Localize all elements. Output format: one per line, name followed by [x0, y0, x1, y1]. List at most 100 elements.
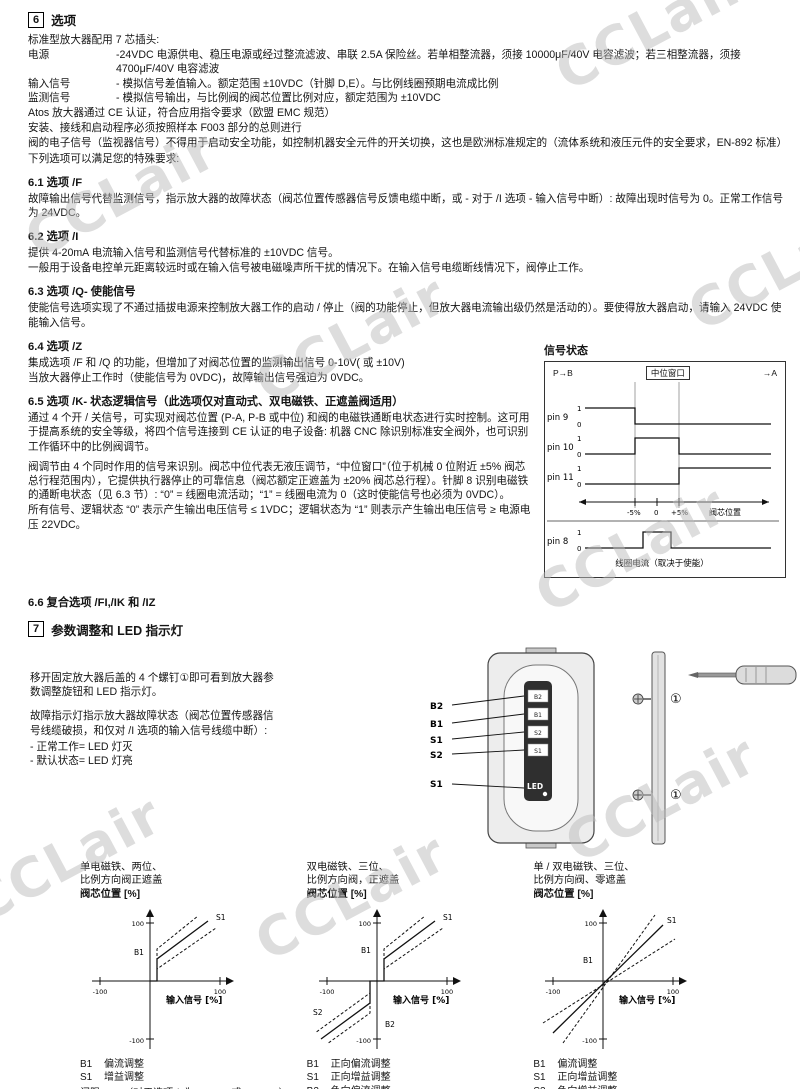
note-row: S2 负向增益调整 — [533, 1085, 760, 1089]
para-6-4a: 集成选项 /F 和 /Q 的功能，但增加了对阀芯位置的监测输出信号 0-10V(… — [28, 356, 405, 369]
para-7-1: 移开固定放大器后盖的 4 个螺钉①即可看到放大器参数调整旋钮和 LED 指示灯。 — [30, 671, 274, 699]
note-val: 正向增益调整 — [330, 1072, 391, 1084]
para-6-4b: 当放大器停止工作时（使能信号为 0VDC)，故障输出信号强迫为 0VDC。 — [28, 372, 370, 384]
note-key: S1 — [533, 1072, 546, 1084]
chart2-title-line2: 比例方向阀，正遮盖 — [306, 875, 400, 887]
side-view-and-screwdriver: ① ① — [632, 651, 797, 845]
pin8-label: pin 8 — [547, 537, 568, 547]
center-window-label: 中位窗口 — [645, 365, 690, 380]
curve-label-s2: S2 — [313, 1008, 323, 1017]
para-6-2a: 提供 4-20mA 电流输入信号和监测信号代替标准的 ±10VDC 信号。 — [28, 247, 339, 260]
para-6-5a: 通过 4 个开 / 关信号，可实现对阀芯位置 (P-A, P-B 或中位) 和阀… — [28, 412, 530, 453]
amplifier-figure: 移开固定放大器后盖的 4 个螺钉①即可看到放大器参数调整旋钮和 LED 指示灯。… — [28, 645, 797, 857]
spec-row: 输入信号 - 模拟信号差值输入。额定范围 ±10VDC（针脚 D,E）。与比例线… — [28, 77, 786, 91]
note-line: 阀的电子信号（监视器信号）不得用于启动安全功能，如控制机器安全元件的开关切换，这… — [28, 137, 788, 150]
pot-label: B2 — [534, 694, 542, 701]
note-line: Atos 放大器通过 CE 认证，符合应用指令要求（欧盟 EMC 规范） — [28, 106, 336, 119]
note-val: 正向增益调整 — [557, 1072, 618, 1084]
signal-status-frame: P→B 中位窗口 →A pin 9 1 0 pin 10 — [544, 360, 786, 578]
note-key: B2 — [307, 1085, 331, 1089]
spec-label: 输入信号 — [28, 77, 71, 90]
para-6-1: 故障输出信号代替监测信号，指示放大器的故障状态（阀芯位置传感器信号反馈电缆中断，… — [28, 192, 784, 219]
threshold-note: 门限 =2%（对于选项 /I 为 200mV 或 0.32mA） — [80, 1087, 307, 1089]
potentiometer — [527, 743, 549, 757]
heading-6-3: 6.3 选项 /Q- 使能信号 — [28, 286, 136, 299]
heading-6-2: 6.2 选项 /I — [28, 231, 79, 244]
tick: 100 — [358, 920, 370, 928]
level-1: 1 — [577, 465, 581, 473]
tick: 100 — [132, 920, 144, 928]
amplifier-front-view: B2 B1 S2 S1 LED B2 B1 S1 S2 S1 — [430, 647, 595, 849]
chart-single-solenoid: 单电磁铁、两位、 比例方向阀正遮盖 阀芯位置 [%] 100 -100 -100… — [80, 861, 307, 1089]
spec-text: - 模拟信号输出，与比例阀的阀芯位置比例对应，额定范围为 ±10VDC — [116, 91, 441, 104]
chart2-xlabel: 输入信号 [%] — [393, 994, 449, 1006]
section-6-number: 6 — [28, 11, 45, 28]
pin9-trace — [585, 407, 771, 425]
tick: -100 — [319, 988, 334, 996]
note-key: B1 — [80, 1058, 93, 1070]
section-7-number: 7 — [28, 621, 45, 638]
spec-text: -24VDC 电源供电、稳压电源或经过整流滤波、串联 2.5A 保险丝。若单相整… — [116, 49, 741, 76]
potentiometer — [527, 689, 549, 703]
tick: -100 — [546, 988, 561, 996]
heading-6-1: 6.1 选项 /F — [28, 176, 83, 189]
screw-callout-2: ① — [670, 788, 682, 803]
chart1-title-line1: 单电磁铁、两位、 — [80, 861, 163, 873]
potentiometer — [527, 725, 549, 739]
curve-label-b1: B1 — [583, 956, 593, 965]
curve-label-s1: S1 — [443, 913, 453, 922]
chart3-ylabel: 阀芯位置 [%] — [533, 888, 594, 900]
tick: -100 — [129, 1037, 144, 1045]
pot-label: B1 — [534, 712, 542, 719]
chart3-xlabel: 输入信号 [%] — [619, 994, 675, 1006]
spec-row: 监测信号 - 模拟信号输出，与比例阀的阀芯位置比例对应，额定范围为 ±10VDC — [28, 91, 786, 105]
pot-label: S1 — [534, 748, 542, 755]
heading-6-4: 6.4 选项 /Z — [28, 340, 83, 353]
pin11-trace — [585, 467, 771, 485]
chart3-plot: 100 -100 -100 100 S1 B1 输入信号 [%] — [543, 908, 688, 1049]
chart1-title-line2: 比例方向阀正遮盖 — [80, 875, 163, 887]
signal-waveform-diagram: pin 9 1 0 pin 10 1 0 pin 11 1 0 — [547, 381, 779, 569]
note-line: 安装、接线和启动程序必须按照样本 F003 部分的总则进行 — [28, 122, 302, 135]
note-row: B2 负向偏流调整 — [307, 1085, 534, 1089]
adjustment-charts: 单电磁铁、两位、 比例方向阀正遮盖 阀芯位置 [%] 100 -100 -100… — [28, 861, 786, 1089]
pot-label: S2 — [534, 730, 542, 737]
curve-label-s1: S1 — [216, 913, 226, 922]
tick: 100 — [585, 920, 597, 928]
spec-label: 电源 — [28, 49, 50, 62]
tick-minus5: -5% — [627, 509, 641, 517]
tick: 100 — [440, 988, 452, 996]
led-indicator — [542, 791, 548, 797]
chart2-ylabel: 阀芯位置 [%] — [306, 888, 367, 900]
para-6-5c: 所有信号、逻辑状态 “0” 表示产生输出电压信号 ≤ 1VDC；逻辑状态为 “1… — [28, 504, 531, 531]
spec-text: - 模拟信号差值输入。额定范围 ±10VDC（针脚 D,E）。与比例线圈预期电流… — [116, 77, 499, 90]
note-val: 负向偏流调整 — [331, 1085, 391, 1089]
level-1: 1 — [577, 435, 581, 443]
coil-current-label: 线圈电流（取决于使能） — [615, 558, 709, 569]
amplifier-side-view — [651, 651, 666, 845]
chart2-title-line1: 双电磁铁、三位、 — [306, 861, 390, 873]
section-6-header: 6 选项 — [28, 10, 786, 29]
note-key: S2 — [533, 1085, 557, 1089]
level-0: 0 — [577, 481, 581, 489]
signal-top-right-label: →A — [762, 367, 777, 378]
intro-line: 标准型放大器配用 7 芯插头: — [28, 34, 160, 46]
signal-status-figure: 信号状态 P→B 中位窗口 →A pin 9 1 0 — [544, 342, 786, 578]
spec-row: 电源 -24VDC 电源供电、稳压电源或经过整流滤波、串联 2.5A 保险丝。若… — [28, 48, 786, 76]
note-row: S1 增益调整 — [80, 1071, 307, 1085]
pin8-trace — [585, 531, 771, 549]
signal-status-title: 信号状态 — [544, 344, 588, 357]
adjust-label: B1 — [430, 720, 443, 730]
adjust-label: S2 — [430, 751, 443, 761]
note-row: B1 偏流调整 — [80, 1058, 307, 1072]
led-off-line: - 正常工作= LED 灯灭 — [30, 741, 133, 753]
section-7-title: 参数调整和 LED 指示灯 — [51, 623, 184, 638]
level-1: 1 — [577, 529, 581, 537]
screw-callout-1: ① — [670, 692, 682, 707]
chart1-xlabel: 输入信号 [%] — [166, 994, 222, 1006]
heading-6-6: 6.6 复合选项 /FI,/IK 和 /IZ — [28, 596, 156, 609]
chart-double-solenoid: 双电磁铁、三位、 比例方向阀，正遮盖 阀芯位置 [%] 100 -100 -10… — [307, 861, 534, 1089]
figure-7-text: 移开固定放大器后盖的 4 个螺钉①即可看到放大器参数调整旋钮和 LED 指示灯。… — [30, 671, 280, 769]
signal-top-left-label: P→B — [553, 367, 573, 378]
